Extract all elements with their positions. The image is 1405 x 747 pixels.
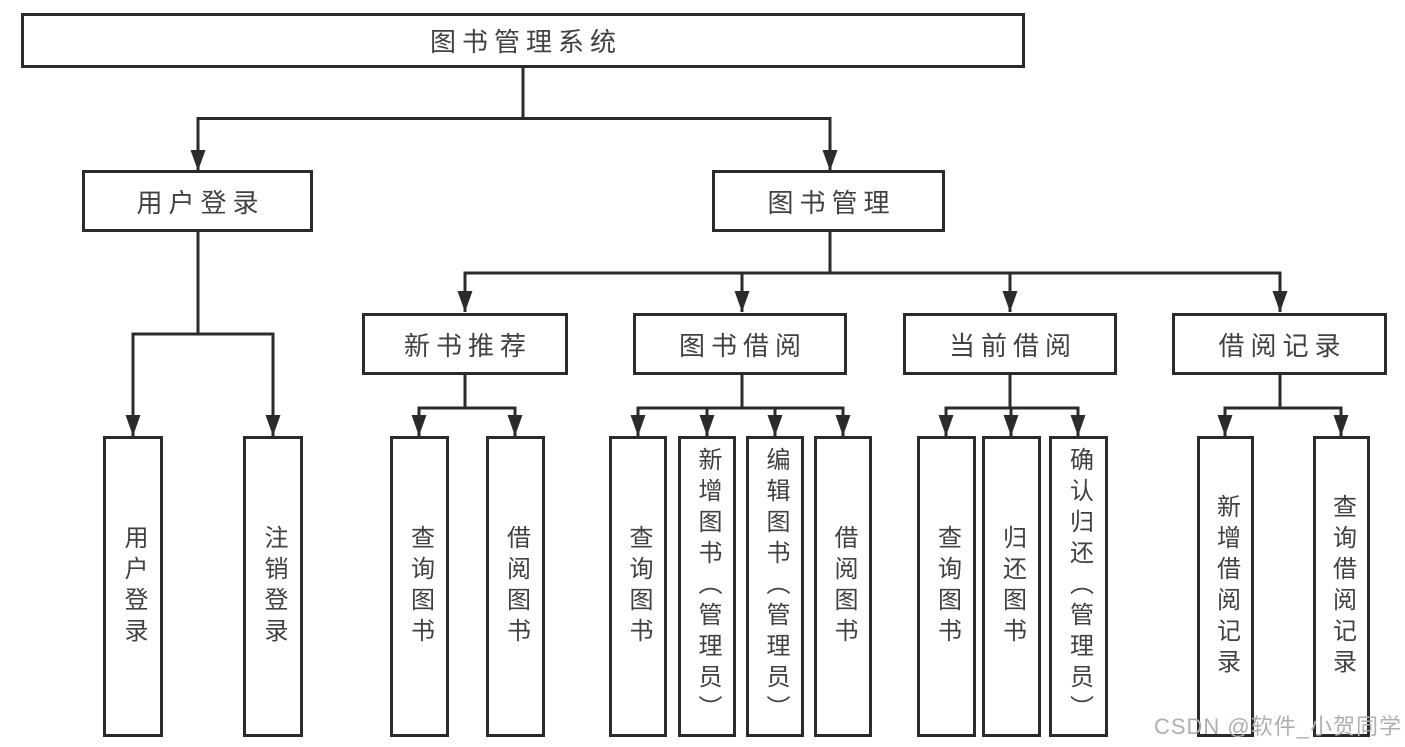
node-root: 图书管理系统 [21,13,1025,68]
node-book-borrowing: 图书借阅 [633,313,847,375]
leaf-edit-books-admin: 编辑图书（管理员） [746,436,804,737]
leaf-return-books: 归还图书 [982,436,1041,737]
node-borrowing-records: 借阅记录 [1172,313,1387,375]
leaf-add-books-admin: 新增图书（管理员） [678,436,736,737]
leaf-query-books-1: 查询图书 [390,436,449,737]
leaf-borrow-books-2: 借阅图书 [814,436,872,737]
leaf-query-borrow-record: 查询借阅记录 [1313,436,1370,737]
leaf-add-borrow-record: 新增借阅记录 [1197,436,1254,737]
leaf-query-books-3: 查询图书 [917,436,976,737]
watermark: CSDN @软件_小贺同学 [1153,714,1402,739]
leaf-confirm-return-admin: 确认归还（管理员） [1049,436,1108,737]
node-new-book-recommend: 新书推荐 [362,313,568,375]
node-user-login: 用户登录 [82,170,313,232]
node-book-management: 图书管理 [712,170,945,232]
leaf-borrow-books-1: 借阅图书 [486,436,545,737]
node-current-borrowing: 当前借阅 [903,313,1117,375]
leaf-query-books-2: 查询图书 [609,436,667,737]
leaf-logout: 注销登录 [243,436,303,737]
leaf-user-login: 用户登录 [103,436,163,737]
